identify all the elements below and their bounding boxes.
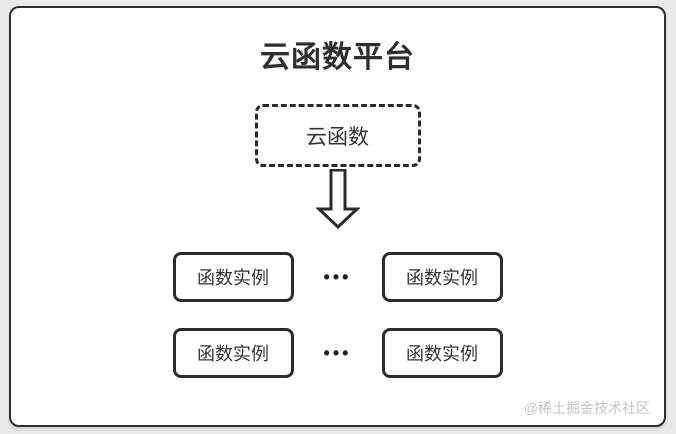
instance-row-2: 函数实例 ••• 函数实例 (11, 328, 664, 378)
function-instance-node: 函数实例 (172, 252, 294, 302)
diagram-canvas: 云函数平台 云函数 函数实例 ••• 函数实例 函数实例 ••• 函数实例 @稀… (9, 6, 666, 427)
function-instance-node: 函数实例 (381, 252, 503, 302)
function-instance-node: 函数实例 (172, 328, 294, 378)
instance-row-1: 函数实例 ••• 函数实例 (11, 252, 664, 302)
function-instance-label: 函数实例 (406, 344, 478, 364)
ellipsis-dots: ••• (323, 343, 352, 363)
function-instance-label: 函数实例 (197, 344, 269, 364)
down-arrow-icon (315, 169, 360, 229)
function-instance-label: 函数实例 (197, 268, 269, 288)
function-instance-label: 函数实例 (406, 268, 478, 288)
function-instance-node: 函数实例 (381, 328, 503, 378)
cloud-function-node-label: 云函数 (306, 125, 369, 149)
ellipsis-dots: ••• (323, 267, 352, 287)
watermark-text: @稀土掘金技术社区 (523, 400, 650, 416)
diagram-title: 云函数平台 (260, 41, 415, 74)
cloud-function-node: 云函数 (254, 104, 421, 167)
